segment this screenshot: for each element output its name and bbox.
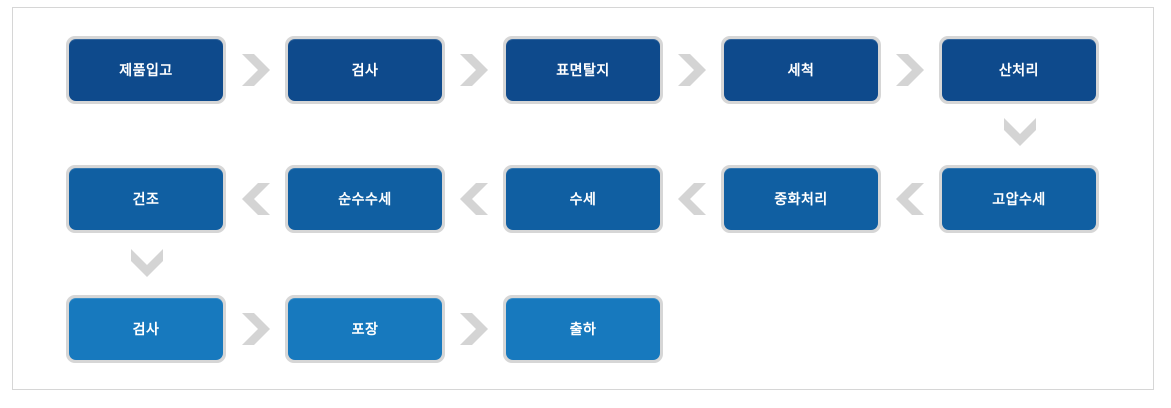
step-label: 수세 — [506, 168, 660, 230]
step-label: 검사 — [69, 298, 223, 360]
step-packaging: 포장 — [285, 295, 445, 363]
step-label: 포장 — [288, 298, 442, 360]
step-label: 순수수세 — [288, 168, 442, 230]
step-label: 세척 — [724, 39, 878, 101]
step-label: 표면탈지 — [506, 39, 660, 101]
step-inspection-1: 검사 — [285, 36, 445, 104]
chevron-left-icon — [460, 183, 488, 215]
chevron-down-icon — [1004, 118, 1036, 146]
step-acid-treatment: 산처리 — [939, 36, 1099, 104]
step-drying: 건조 — [66, 165, 226, 233]
step-label: 검사 — [288, 39, 442, 101]
chevron-left-icon — [896, 183, 924, 215]
step-product-receiving: 제품입고 — [66, 36, 226, 104]
step-label: 고압수세 — [942, 168, 1096, 230]
chevron-down-icon — [131, 249, 163, 277]
step-label: 건조 — [69, 168, 223, 230]
step-water-rinse: 수세 — [503, 165, 663, 233]
step-surface-degreasing: 표면탈지 — [503, 36, 663, 104]
chevron-right-icon — [242, 54, 270, 86]
chevron-left-icon — [242, 183, 270, 215]
step-inspection-2: 검사 — [66, 295, 226, 363]
chevron-right-icon — [678, 54, 706, 86]
step-neutralization: 중화처리 — [721, 165, 881, 233]
step-washing: 세척 — [721, 36, 881, 104]
step-high-pressure-rinse: 고압수세 — [939, 165, 1099, 233]
step-pure-water-rinse: 순수수세 — [285, 165, 445, 233]
step-shipping: 출하 — [503, 295, 663, 363]
chevron-left-icon — [678, 183, 706, 215]
step-label: 제품입고 — [69, 39, 223, 101]
step-label: 중화처리 — [724, 168, 878, 230]
chevron-right-icon — [460, 54, 488, 86]
chevron-right-icon — [460, 313, 488, 345]
chevron-right-icon — [896, 54, 924, 86]
step-label: 산처리 — [942, 39, 1096, 101]
chevron-right-icon — [242, 313, 270, 345]
step-label: 출하 — [506, 298, 660, 360]
